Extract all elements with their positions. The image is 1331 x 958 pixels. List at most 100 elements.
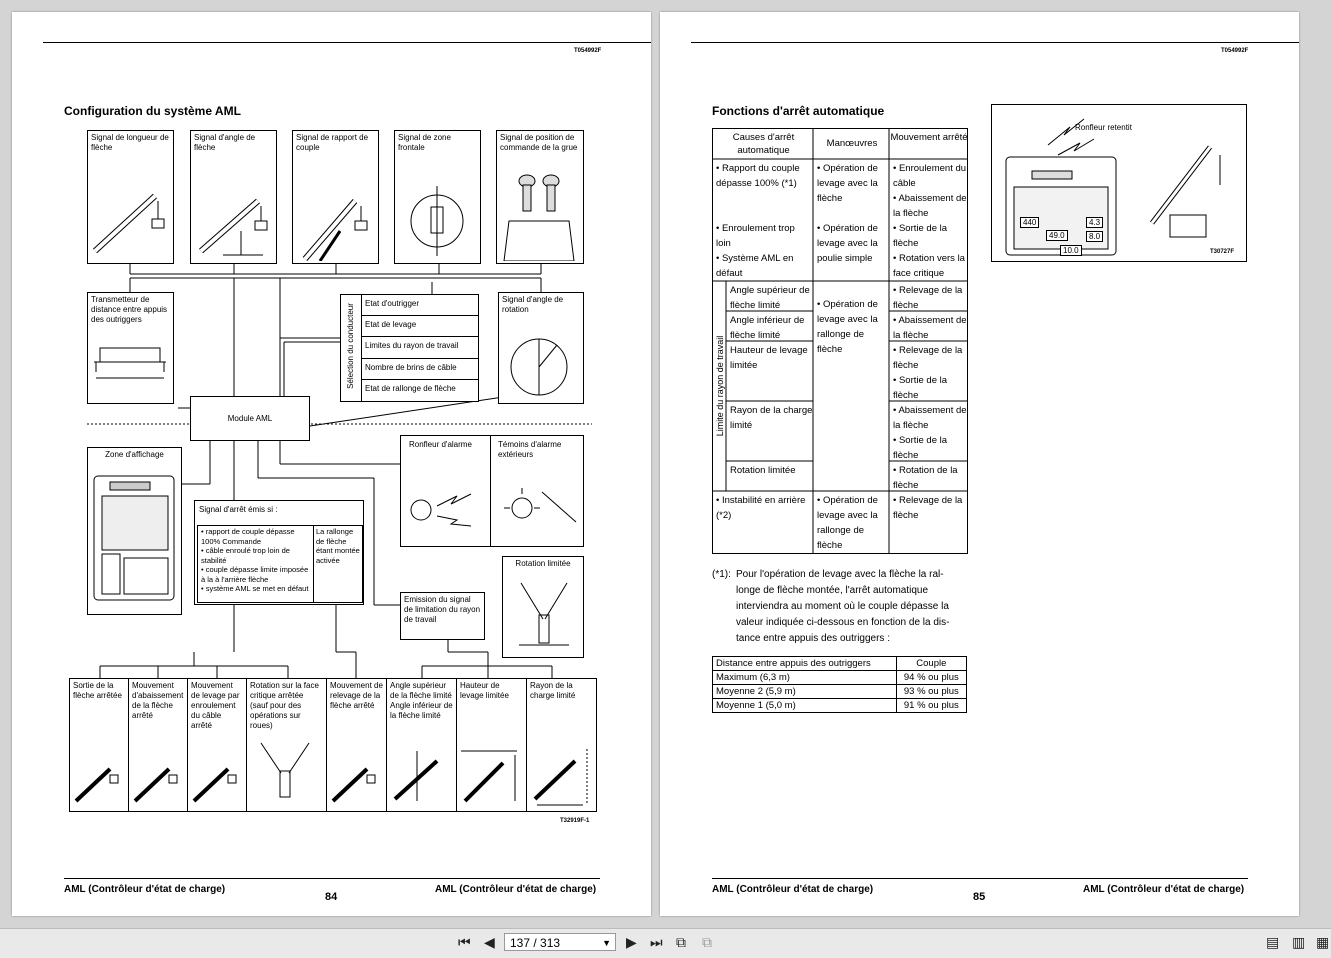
cause-cell: • Enroulement trop loin [716,223,795,249]
stop-functions-table: Causes d'arrêt automatique Manœuvres Mou… [712,128,968,554]
display-readout: 10.0 [1060,245,1082,256]
display-readout: 440 [1020,217,1040,228]
stopped-cell: • Sortie de la flèche [893,375,948,401]
cause-cell: Rayon de la charge limité [730,405,813,431]
display-panel-icon [93,475,175,601]
outrigger-transmitter: Transmetteur de distance entre appuis de… [87,292,174,404]
buzzer-cell: Ronfleur d'alarme [401,436,491,546]
header-stopped: Mouvement arrêté [890,132,968,143]
footer-right: AML (Contrôleur d'état de charge) [1083,884,1245,895]
torque-icon [302,199,368,261]
table-cell: 93 % ou plus [895,684,968,699]
transmitter-label: Transmetteur de distance entre appuis de… [91,295,168,324]
copy-icon[interactable]: ⧉ [702,934,712,950]
viewer-toolbar: ⏮ ◀ 137 / 313 ▼ ▶ ⏭ ⧉ ⧉ ▤ ▥ ▦ [0,928,1331,958]
rotation-limited-label: Rotation limitée [515,559,571,568]
continuous-page-icon[interactable]: ▥ [1292,934,1306,950]
stopped-cell: • Relevage de la flèche [893,345,963,371]
next-page-icon[interactable]: ▶ [626,934,637,950]
signal-label: Signal de longueur de flèche [91,133,169,152]
result-cell: Mouvement de levage par enroulement du c… [188,679,247,811]
page-title: Fonctions d'arrêt automatique [712,104,885,118]
outrigger-icon [94,347,166,379]
last-page-icon[interactable]: ⏭ [650,934,663,950]
signal-label: Signal de rapport de couple [296,133,369,152]
lamps-label: Témoins d'alarme extérieurs [498,440,562,459]
stop-signal-item: • câble enroulé trop loin de stabilité [201,546,290,565]
cause-cell: Rotation limitée [730,465,796,476]
selection-item: Etat de levage [361,316,478,337]
result-cell: Hauteur de levage limitée [457,679,527,811]
cause-cell: Hauteur de levage limitée [730,345,808,371]
stop-signal-title: Signal d'arrêt émis si : [199,505,278,514]
distance-table: Distance entre appuis des outriggers Cou… [712,656,968,713]
selection-item: Limites du rayon de travail [361,337,478,359]
stop-signal-item: • rapport de couple dépasse 100% Command… [201,527,295,546]
signal-label: Signal d'angle de flèche [194,133,256,152]
table-cell: Moyenne 1 (5,0 m) [712,698,897,713]
two-page-icon[interactable]: ▦ [1316,934,1330,950]
table-cell: 91 % ou plus [895,698,968,713]
signal-label: Signal de zone frontale [398,133,451,152]
figure-code: T32919F-1 [560,818,590,824]
stopped-cell: • Relevage de la flèche [893,285,963,311]
stopped-cell: • Sortie de la flèche [893,223,948,249]
rotation-limit-icon [519,582,569,646]
stop-signal-side: La rallonge de flèche étant montée activ… [313,525,363,603]
aml-module: Module AML [190,396,310,441]
page-number: 84 [325,891,338,903]
header-rule [43,42,651,43]
chevron-down-icon: ▼ [602,938,611,948]
single-page-icon[interactable]: ▤ [1266,934,1280,950]
header-maneuvers: Manœuvres [826,138,878,149]
page-selector[interactable]: 137 / 313 ▼ [504,933,616,951]
result-cell: Angle supérieur de la flèche limité Angl… [387,679,457,811]
stop-signal-box: Signal d'arrêt émis si : • rapport de co… [194,500,364,605]
signal-boom-angle: Signal d'angle de flèche [190,130,277,264]
selection-item: Nombre de brins de câble [361,359,478,380]
display-readout: 8.0 [1086,231,1104,242]
crane-display-icon [1005,118,1221,256]
footer-left: AML (Contrôleur d'état de charge) [712,884,874,895]
buzzer-icon [410,493,472,527]
maneuver-cell: • Opération de levage avec la rallonge d… [817,299,878,355]
buzzer-figure: Ronfleur retentit 440 49.0 10.0 4.3 8.0 … [991,104,1247,262]
page-84: T054992F Configuration du système AML [12,12,651,916]
boom-lower-icon [133,767,178,803]
stop-signal-item: • système AML se met en défaut [201,584,309,593]
prev-page-icon[interactable]: ◀ [484,934,495,950]
page-indicator: 137 / 313 [510,936,561,950]
note-line: Pour l'opération de levage avec la flèch… [736,569,944,580]
emission-label: Emission du signal de limitation du rayo… [404,595,481,624]
boom-angle-icon [199,198,268,256]
note-line: longe de flèche montée, l'arrêt automati… [736,585,929,596]
lamp-icon [504,488,577,523]
footer-left: AML (Contrôleur d'état de charge) [64,884,226,895]
stopped-cell: • Abaissement de la flèche [893,405,967,431]
table-cell: Moyenne 2 (5,9 m) [712,684,897,699]
table-header: Distance entre appuis des outriggers [712,656,897,671]
table-row: Moyenne 2 (5,9 m) 93 % ou plus [712,684,968,699]
stopped-cell: • Sortie de la flèche [893,435,948,461]
signal-crane-control: Signal de position de commande de la gru… [496,130,584,264]
figure-code: T30727F [1210,249,1235,255]
table-cell: 94 % ou plus [895,670,968,685]
signal-boom-length: Signal de longueur de flèche [87,130,174,264]
result-cell: Sortie de la flèche arrêtée [70,679,129,811]
selection-item: Etat d'outrigger [361,295,478,316]
cause-cell: Angle supérieur de flèche limité [730,285,810,311]
signal-label: Signal de position de commande de la gru… [500,133,578,152]
rotate-icon[interactable]: ⧉ [676,934,686,950]
stop-signal-list: • rapport de couple dépasse 100% Command… [197,525,313,603]
display-zone-label: Zone d'affichage [105,450,164,459]
stopped-cell: • Abaissement de la flèche [893,315,967,341]
footer-right: AML (Contrôleur d'état de charge) [435,884,597,895]
first-page-icon[interactable]: ⏮ [458,934,471,950]
cause-cell: • Système AML en défaut [716,253,794,279]
rotation-angle-label: Signal d'angle de rotation [502,295,564,314]
buzzer-label: Ronfleur d'alarme [409,440,472,449]
alarm-outputs: Ronfleur d'alarme Témoins d'alarme extér… [400,435,584,547]
note-line: tance entre appuis des outriggers : [736,633,890,644]
signal-torque-ratio: Signal de rapport de couple [292,130,379,264]
angle-limit-icon [393,751,439,801]
